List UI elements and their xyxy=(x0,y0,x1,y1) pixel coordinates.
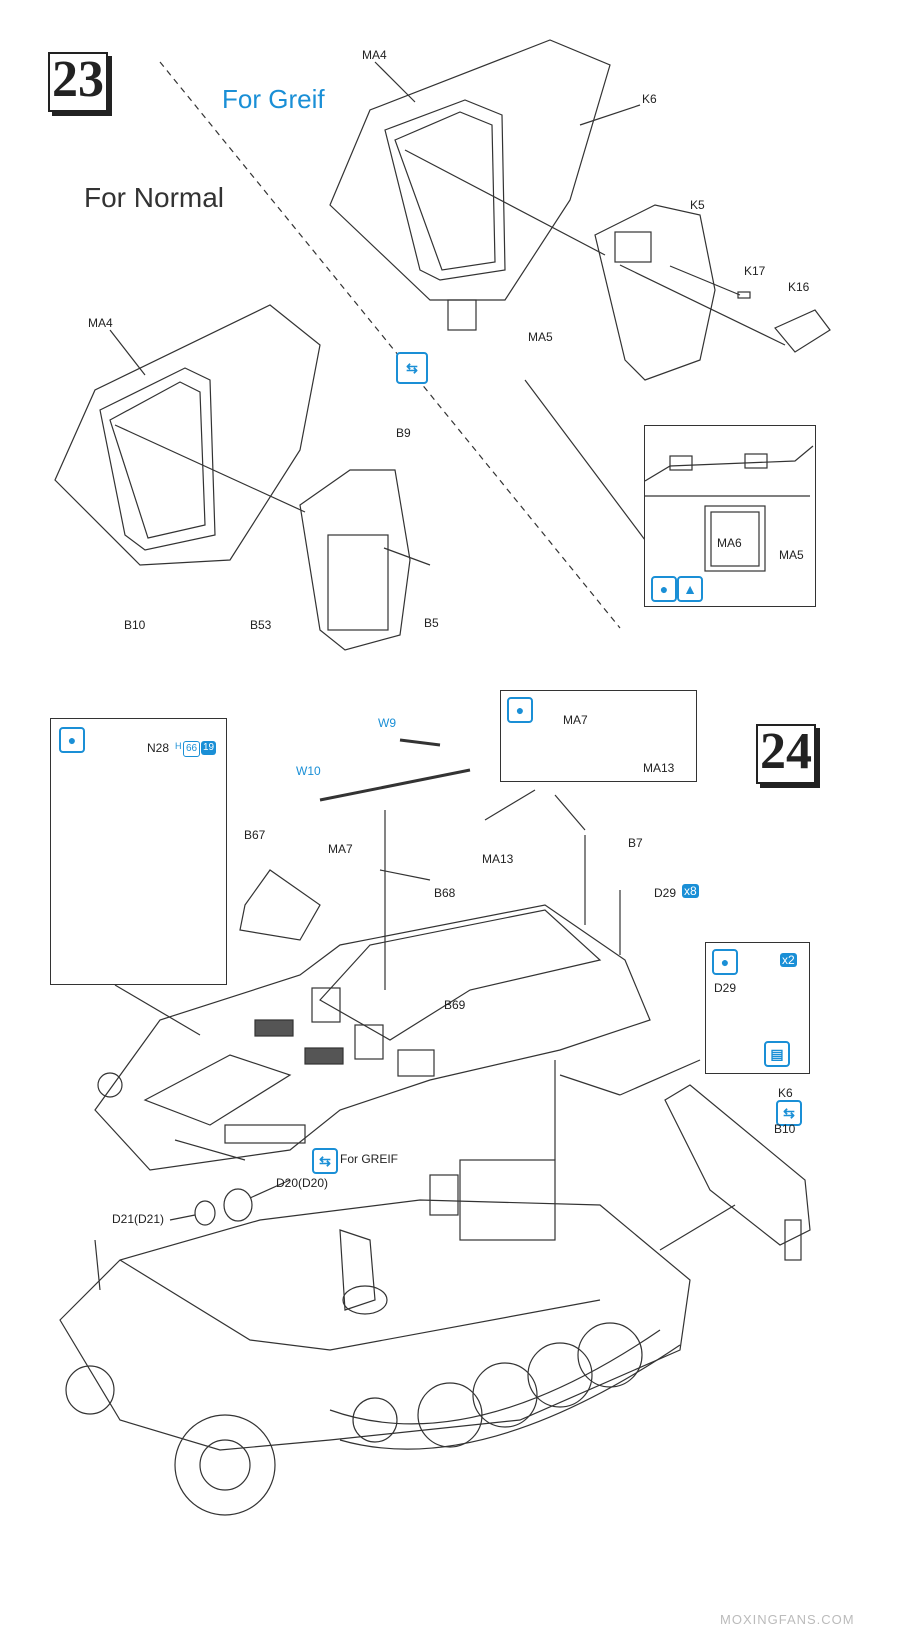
glue-icon: ● xyxy=(712,949,738,975)
label-b9: B9 xyxy=(396,426,411,440)
flip-icon-greif: ⇆ xyxy=(312,1148,338,1174)
label-d20: D20(D20) xyxy=(276,1176,329,1190)
inset-n28: ● N28 H 66 19 xyxy=(50,718,227,985)
label-w9: W9 xyxy=(378,716,396,730)
label-ma4-normal: MA4 xyxy=(88,316,113,330)
label-ma7: MA7 xyxy=(328,842,353,856)
inset-d29: ● x2 D29 ▤ xyxy=(705,942,810,1074)
label-ma5-greif: MA5 xyxy=(528,330,553,344)
flip-icon-step23: ⇆ xyxy=(396,352,428,384)
label-k5: K5 xyxy=(690,198,705,212)
badge-d29-x2: x2 xyxy=(780,953,797,967)
label-b68: B68 xyxy=(434,886,456,900)
label-b69: B69 xyxy=(444,998,466,1012)
glue-icon: ● xyxy=(507,697,533,723)
inset-ma7-ma13: ● MA7 MA13 xyxy=(500,690,697,782)
label-inset-ma5: MA5 xyxy=(779,548,804,562)
label-n28-prefix: H xyxy=(175,741,182,751)
label-b10-step24: B10 xyxy=(774,1122,796,1136)
label-b5: B5 xyxy=(424,616,439,630)
label-d21: D21(D21) xyxy=(112,1212,165,1226)
label-k16: K16 xyxy=(788,280,810,294)
label-inset-ma6: MA6 xyxy=(717,536,742,550)
label-d29: D29 xyxy=(654,886,677,900)
glue-icon: ● xyxy=(59,727,85,753)
step-24-number: 24 xyxy=(756,724,816,784)
watermark: MOXINGFANS.COM xyxy=(720,1612,855,1627)
inset-ma5-ma6: MA6 MA5 ● ▲ xyxy=(644,425,816,607)
up-arrow-icon: ▲ xyxy=(677,576,703,602)
label-k6: K6 xyxy=(642,92,657,106)
flip-icon-k6: ⇆ xyxy=(776,1100,802,1126)
label-ma4-greif: MA4 xyxy=(362,48,387,62)
step-23-number: 23 xyxy=(48,52,108,112)
label-b7: B7 xyxy=(628,836,643,850)
badge-n28-code-66: 66 xyxy=(183,741,201,757)
label-w10: W10 xyxy=(296,764,321,778)
label-inset-ma7: MA7 xyxy=(563,713,588,727)
label-inset-d29: D29 xyxy=(714,981,737,995)
label-for-greif: For GREIF xyxy=(340,1152,399,1166)
label-b10: B10 xyxy=(124,618,146,632)
label-n28: N28 xyxy=(147,741,170,755)
badge-d29-x8: x8 xyxy=(682,884,699,898)
badge-n28-code-19: 19 xyxy=(201,741,217,755)
heading-for-normal: For Normal xyxy=(84,182,225,213)
glue-icon: ● xyxy=(651,576,677,602)
label-k6-step24: K6 xyxy=(778,1086,793,1100)
heading-for-greif: For Greif xyxy=(222,84,325,114)
label-b53: B53 xyxy=(250,618,272,632)
label-ma13: MA13 xyxy=(482,852,514,866)
label-k17: K17 xyxy=(744,264,766,278)
paint-icon: ▤ xyxy=(764,1041,790,1067)
label-inset-ma13: MA13 xyxy=(643,761,675,775)
label-b67: B67 xyxy=(244,828,266,842)
